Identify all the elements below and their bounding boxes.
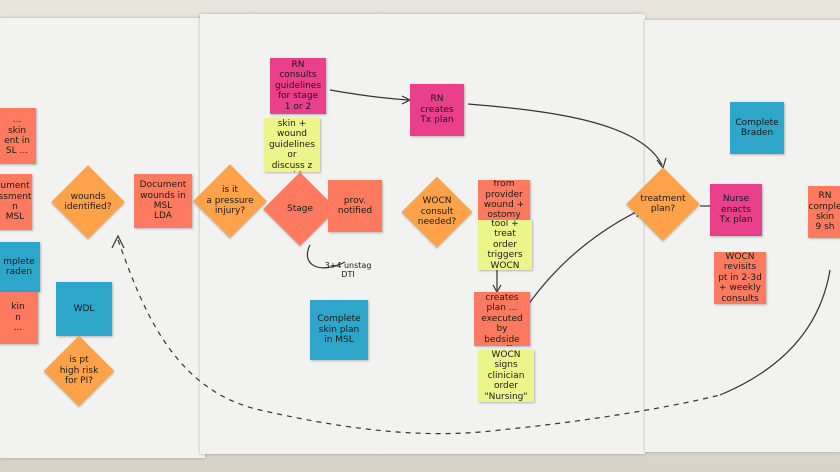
sticky-note: mplete raden <box>0 242 40 292</box>
sticky-note: Nurse enacts Tx plan <box>710 184 762 236</box>
paper-sheet-left <box>0 18 205 458</box>
arrow-stage-to-dti <box>306 244 346 269</box>
sticky-note: RN creates Tx plan <box>410 84 464 136</box>
sticky-note: kin n ... <box>0 292 38 344</box>
sticky-note: WOCN tool + treat order triggers WOCN co… <box>478 220 532 270</box>
decision-label: Stage <box>286 203 313 214</box>
handwritten-label: 3+4 unstag DTI <box>324 260 372 279</box>
sticky-note: WOCN revisits pt in 2-3d + weekly consul… <box>714 252 766 304</box>
decision-label: wounds identified? <box>64 191 112 212</box>
paper-sheet-right <box>645 20 840 452</box>
arrow-rn-consults-to-tx-plan <box>329 89 409 101</box>
decision-wocn-consult: WOCN consult needed? <box>400 176 474 248</box>
sticky-note: Document wounds in MSL LDA <box>134 174 192 228</box>
arrow-wocn-to-treatment <box>527 209 641 306</box>
decision-label: WOCN consult needed? <box>417 196 457 228</box>
sticky-note: WDL <box>56 282 112 336</box>
decision-high-risk-pi: is pt high risk for PI? <box>42 335 116 407</box>
decision-label: is pt high risk for PI? <box>59 355 99 387</box>
sticky-note: prov. notified <box>328 180 382 232</box>
sticky-note: WOCN signs clinician order "Nursing" <box>478 350 534 402</box>
sticky-note: Complete skin plan in MSL <box>310 300 368 360</box>
decision-wounds-identified: wounds identified? <box>50 165 126 239</box>
sticky-note: refer to skin + wound guidelines or disc… <box>264 118 320 172</box>
sticky-note: WOCN creates plan ... executed by bedsid… <box>474 292 530 346</box>
decision-pressure-injury: is it a pressure injury? <box>192 164 268 238</box>
sticky-note: ument ssment n MSL <box>0 174 32 230</box>
arrow-tx-plan-to-treatment <box>467 103 663 166</box>
sticky-note: ... skin ent in SL ... <box>0 108 36 164</box>
decision-label: treatment plan? <box>640 193 686 214</box>
decision-stage: Stage <box>262 172 338 246</box>
decision-treatment-plan: treatment plan? <box>626 166 700 242</box>
dashed-return-arrow <box>117 239 721 435</box>
sticky-note: Complete Braden <box>730 102 784 154</box>
sticky-note: RN comple skin 9 sh <box>808 186 840 238</box>
sticky-note: Get order from provider wound + ostomy .… <box>478 180 530 220</box>
decision-label: is it a pressure injury? <box>206 185 254 217</box>
sticky-note: RN consults guidelines for stage 1 or 2 <box>270 58 326 114</box>
